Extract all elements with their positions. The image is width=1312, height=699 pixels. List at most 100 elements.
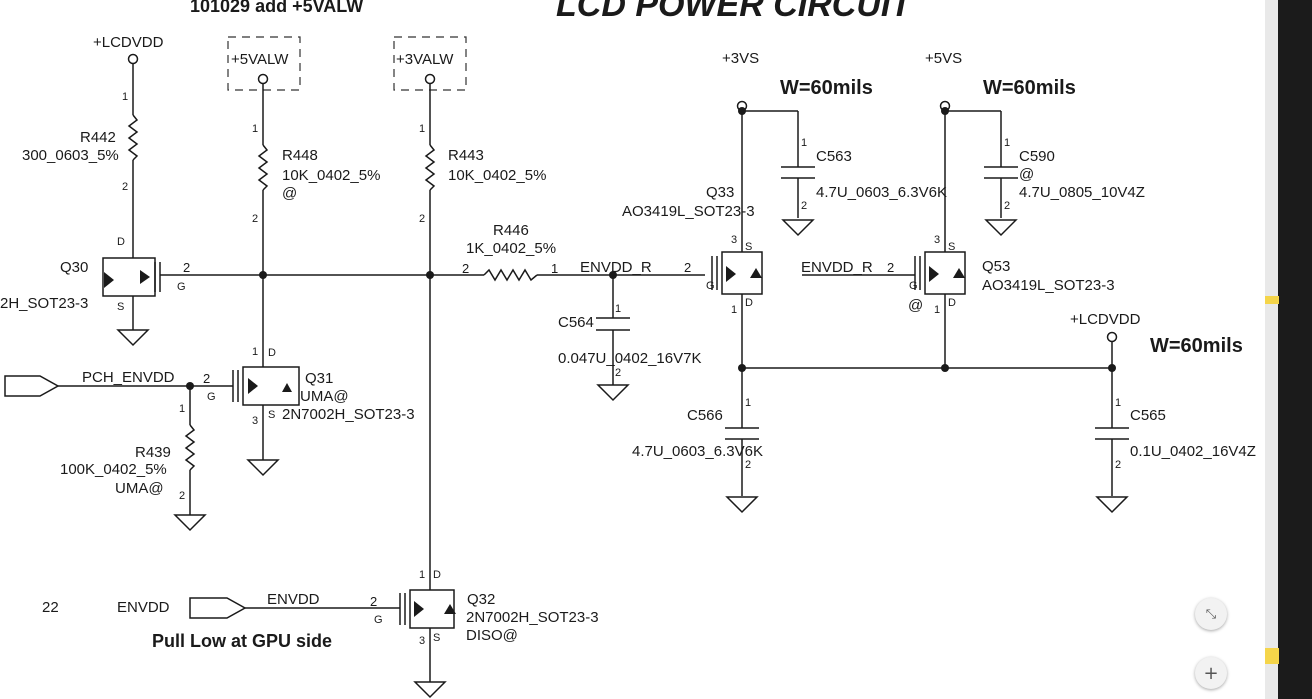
pin-label: 1 <box>122 91 128 103</box>
c565-value: 0.1U_0402_16V4Z <box>1130 443 1256 460</box>
thumbnail-panel <box>1278 0 1312 699</box>
r448-value: 10K_0402_5% <box>282 167 380 184</box>
rail-5vs: +5VS <box>925 50 962 67</box>
r443-ref: R443 <box>448 147 484 164</box>
pin-label: S <box>745 241 752 253</box>
q31-ref: Q31 <box>305 370 333 387</box>
pin-label: S <box>948 241 955 253</box>
pin-label: 1 <box>745 397 751 409</box>
schematic-viewer[interactable]: LCD POWER CIRCUIT 101029 add +5VALW +LCD… <box>0 0 1265 699</box>
pin-label: 2 <box>183 260 190 275</box>
width-note-1: W=60mils <box>780 77 873 99</box>
pin-label: 2 <box>370 594 377 609</box>
q33-ref: Q33 <box>706 184 734 201</box>
q32-option: DISO@ <box>466 627 518 644</box>
ground-symbol <box>413 681 447 699</box>
rail-3vs: +3VS <box>722 50 759 67</box>
ground-symbol <box>246 459 280 477</box>
pin-label: 3 <box>934 234 940 246</box>
pin-label: 2 <box>1115 459 1121 471</box>
pin-label: 2 <box>122 181 128 193</box>
r442-ref: R442 <box>80 129 116 146</box>
q53-option: @ <box>908 297 923 314</box>
pin-label: D <box>745 297 753 309</box>
pin-label: G <box>909 280 918 292</box>
pin-label: 1 <box>731 304 737 316</box>
pin-label: 1 <box>252 123 258 135</box>
q33-value: AO3419L_SOT23-3 <box>622 203 755 220</box>
scroll-marker <box>1265 296 1279 304</box>
rail-lcdvdd-top: +LCDVDD <box>93 34 164 51</box>
q32-body <box>409 589 455 629</box>
side-thumbnail-strip[interactable] <box>1265 0 1312 699</box>
q31-option: UMA@ <box>300 388 349 405</box>
pin-label: 2 <box>203 371 210 386</box>
ground-symbol <box>725 496 759 514</box>
pin-label: 2 <box>419 213 425 225</box>
circuit-title: LCD POWER CIRCUIT <box>556 0 914 24</box>
r448-ref: R448 <box>282 147 318 164</box>
c566-value: 4.7U_0603_6.3V6K <box>632 443 763 460</box>
pin-label: 2 <box>887 260 894 275</box>
net-pch-envdd: PCH_ENVDD <box>82 369 175 386</box>
pin-label: D <box>268 347 276 359</box>
revision-note: 101029 add +5VALW <box>190 0 363 16</box>
r439-value: 100K_0402_5% <box>60 461 167 478</box>
c563-ref: C563 <box>816 148 852 165</box>
rail-lcdvdd-out: +LCDVDD <box>1070 311 1141 328</box>
q32-value: 2N7002H_SOT23-3 <box>466 609 599 626</box>
r446-value: 1K_0402_5% <box>466 240 556 257</box>
schematic-canvas: LCD POWER CIRCUIT 101029 add +5VALW +LCD… <box>0 0 1256 699</box>
r439-option: UMA@ <box>115 480 164 497</box>
q30-ref: Q30 <box>60 259 88 276</box>
pin-label: 1 <box>1004 137 1010 149</box>
q31-value: 2N7002H_SOT23-3 <box>282 406 415 423</box>
pin-label: 2 <box>252 213 258 225</box>
pin-label: 2 <box>615 367 621 379</box>
pin-label: 1 <box>801 137 807 149</box>
pin-label: 1 <box>252 346 258 358</box>
net-envdd: ENVDD <box>267 591 320 608</box>
rail-3valw: +3VALW <box>396 51 454 68</box>
c564-value: 0.047U_0402_16V7K <box>558 350 701 367</box>
pin-label: 3 <box>419 635 425 647</box>
net-envdd-r-1: ENVDD_R <box>580 259 652 276</box>
pin-label: G <box>374 614 383 626</box>
collapse-button[interactable]: ⤡ <box>1195 598 1227 630</box>
pin-label: 1 <box>934 304 940 316</box>
c564-ref: C564 <box>558 314 594 331</box>
ground-symbol <box>781 219 815 237</box>
pin-label: 2 <box>801 200 807 212</box>
pin-label: S <box>117 301 124 313</box>
pin-label: 1 <box>551 261 558 276</box>
pin-label: S <box>268 409 275 421</box>
pin-label: S <box>433 632 440 644</box>
ground-symbol <box>116 329 150 347</box>
junction-dot <box>941 364 949 372</box>
pin-label: 1 <box>419 569 425 581</box>
c590-option: @ <box>1019 166 1034 183</box>
rail-5valw: +5VALW <box>231 51 289 68</box>
page-reference: 22 <box>42 599 59 616</box>
pin-label: G <box>706 280 715 292</box>
c590-value: 4.7U_0805_10V4Z <box>1019 184 1145 201</box>
port-pch-envdd <box>4 375 60 397</box>
q53-value: AO3419L_SOT23-3 <box>982 277 1115 294</box>
pin-label: 1 <box>179 403 185 415</box>
pin-label: D <box>948 297 956 309</box>
zoom-in-button[interactable]: + <box>1195 657 1227 689</box>
plus-icon: + <box>1203 662 1219 684</box>
q32-ref: Q32 <box>467 591 495 608</box>
rail-terminal <box>1106 331 1118 343</box>
pin-label: 2 <box>745 459 751 471</box>
collapse-icon: ⤡ <box>1205 606 1217 622</box>
ground-symbol <box>596 384 630 402</box>
ground-symbol <box>1095 496 1129 514</box>
pull-low-note: Pull Low at GPU side <box>152 631 332 651</box>
rail-terminal <box>127 53 139 65</box>
pin-label: 3 <box>252 415 258 427</box>
net-envdd-r-2: ENVDD_R <box>801 259 873 276</box>
pin-label: 2 <box>462 261 469 276</box>
pin-label: D <box>117 236 125 248</box>
r448-option: @ <box>282 185 297 202</box>
